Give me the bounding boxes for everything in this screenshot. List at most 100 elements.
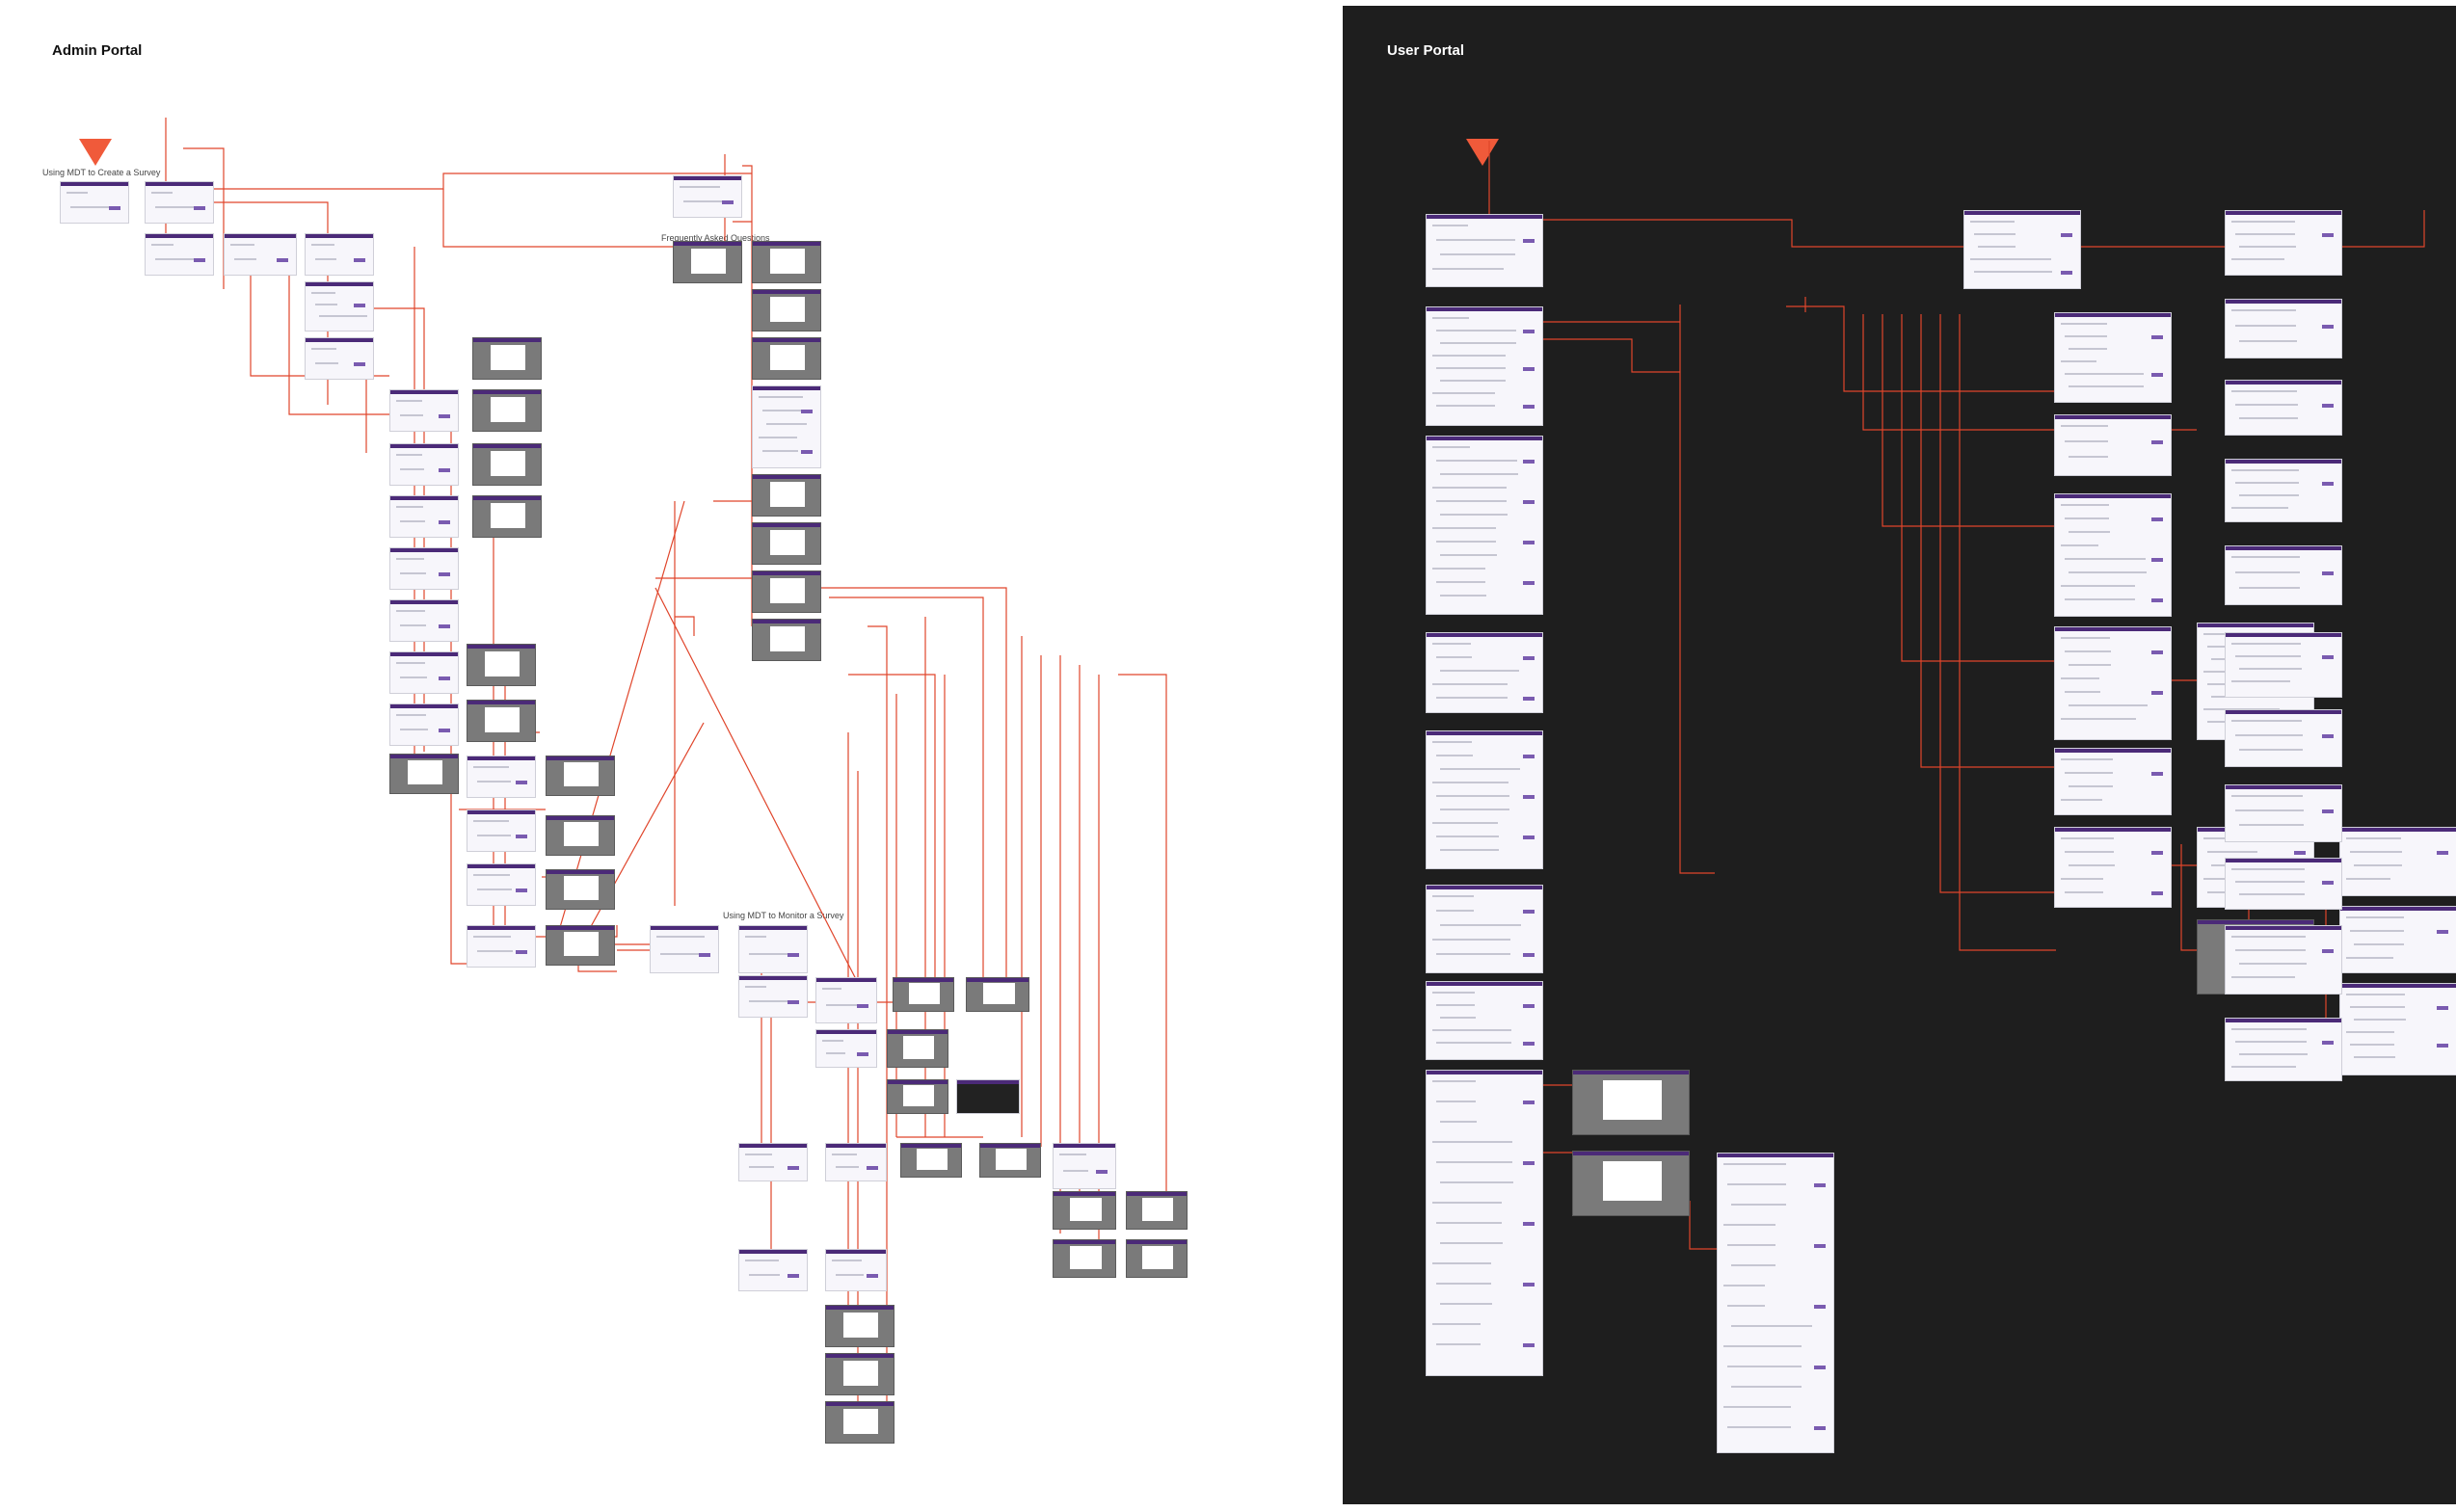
content-line <box>396 662 425 664</box>
content-button <box>2151 558 2163 562</box>
content-button <box>788 1166 799 1170</box>
content-line <box>2231 507 2288 509</box>
screen-header-bar <box>390 704 458 708</box>
content-line <box>1440 1017 1476 1019</box>
content-line <box>1723 1345 1802 1347</box>
screen-header-bar <box>547 926 614 930</box>
screen-thumbnail <box>1426 632 1543 713</box>
screen-thumbnail <box>2054 626 2172 740</box>
content-line <box>2239 963 2307 965</box>
content-line <box>1432 643 1471 645</box>
flow-connector <box>2181 844 2197 950</box>
screen-thumbnail <box>738 1249 808 1291</box>
modal-panel <box>903 1085 934 1106</box>
screen-header-bar <box>2055 828 2171 832</box>
content-line <box>2235 482 2299 484</box>
content-button <box>439 468 450 472</box>
screen-header-bar <box>390 548 458 552</box>
screen-thumbnail <box>389 547 459 590</box>
screen-header-bar <box>473 338 541 342</box>
content-button <box>516 889 527 892</box>
content-line <box>1436 836 1499 837</box>
screen-thumbnail <box>825 1353 894 1395</box>
content-line <box>2350 1006 2405 1008</box>
screen-thumbnail <box>546 869 615 910</box>
content-line <box>2239 1053 2308 1055</box>
content-line <box>2069 456 2108 458</box>
content-line <box>1432 1080 1476 1082</box>
content-line <box>1436 405 1495 407</box>
screen-header-bar <box>826 1354 894 1358</box>
screen-thumbnail <box>546 925 615 966</box>
screen-thumbnail <box>389 495 459 538</box>
screen-thumbnail <box>738 925 808 973</box>
content-line <box>2061 718 2136 720</box>
admin-flow-connectors <box>0 0 1343 1512</box>
content-line <box>2235 325 2296 327</box>
content-line <box>396 714 426 716</box>
screen-thumbnail <box>472 495 542 538</box>
content-line <box>2235 571 2300 573</box>
content-button <box>1096 1170 1108 1174</box>
content-line <box>234 258 256 260</box>
content-line <box>1432 225 1468 226</box>
screen-header-bar <box>2340 828 2456 832</box>
monitor-survey-label: Using MDT to Monitor a Survey <box>723 911 843 920</box>
screen-header-bar <box>753 338 820 342</box>
content-button <box>2322 881 2334 885</box>
content-line <box>2231 936 2306 938</box>
content-line <box>2231 795 2303 797</box>
screen-thumbnail <box>472 337 542 380</box>
modal-panel <box>491 451 525 476</box>
content-line <box>2231 556 2300 558</box>
content-line <box>2239 824 2304 826</box>
content-button <box>1523 1004 1535 1008</box>
screen-header-bar <box>1573 1071 1689 1074</box>
content-line <box>1432 1029 1511 1031</box>
screen-thumbnail <box>2054 312 2172 403</box>
content-line <box>151 244 174 246</box>
content-line <box>1436 656 1472 658</box>
screen-header-bar <box>826 1402 894 1406</box>
screen-thumbnail <box>1426 885 1543 973</box>
screen-header-bar <box>1054 1144 1115 1148</box>
screen-header-bar <box>390 390 458 394</box>
content-line <box>1432 895 1474 897</box>
content-line <box>2061 758 2113 760</box>
content-button <box>1523 656 1535 660</box>
content-button <box>2322 325 2334 329</box>
content-button <box>2437 1044 2448 1048</box>
content-line <box>1970 221 2015 223</box>
content-line <box>1432 355 1506 357</box>
modal-panel <box>843 1313 878 1338</box>
admin-start-marker-icon <box>79 139 112 166</box>
content-line <box>2231 1028 2307 1030</box>
content-button <box>439 414 450 418</box>
screen-header-bar <box>146 182 213 186</box>
screen-header-bar <box>674 176 741 180</box>
content-line <box>1436 367 1506 369</box>
modal-panel <box>917 1149 948 1170</box>
content-button <box>2151 598 2163 602</box>
modal-panel <box>691 249 726 274</box>
content-line <box>2069 664 2111 666</box>
content-line <box>1440 342 1516 344</box>
content-button <box>857 1004 868 1008</box>
screen-thumbnail <box>2225 858 2342 910</box>
content-line <box>1974 233 2016 235</box>
content-line <box>1432 487 1507 489</box>
content-line <box>2061 585 2135 587</box>
flow-connector <box>1882 314 2054 526</box>
content-line <box>656 936 705 938</box>
content-button <box>2294 851 2306 855</box>
screen-header-bar <box>467 926 535 930</box>
content-line <box>1436 500 1507 502</box>
flow-connector <box>1960 314 2056 950</box>
screen-thumbnail <box>1426 1070 1543 1376</box>
screen-header-bar <box>739 926 807 930</box>
screen-thumbnail <box>2225 784 2342 842</box>
content-line <box>1440 514 1508 516</box>
content-line <box>832 1260 862 1261</box>
screen-header-bar <box>651 926 718 930</box>
content-button <box>354 258 365 262</box>
